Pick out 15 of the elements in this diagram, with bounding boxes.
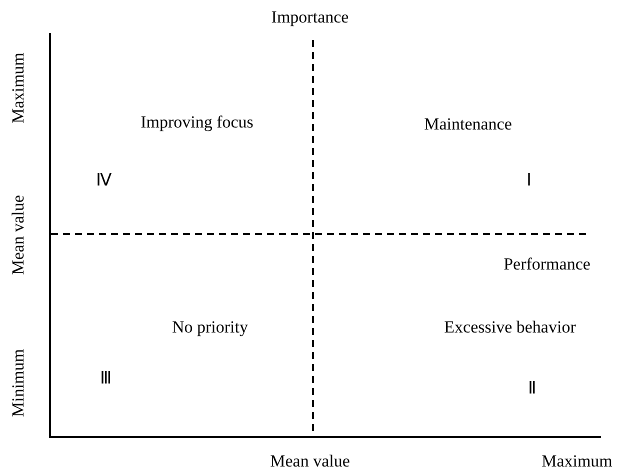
quadrant-label: Excessive behavior [444,318,576,336]
quadrant-number: Ⅰ [526,172,532,188]
quadrant-number: Ⅱ [528,380,536,396]
axis-tick-label: Maximum [10,52,26,124]
quadrant-label: Maintenance [424,116,512,132]
quadrant-label: Improving focus [140,114,254,130]
axis-tick-label: Mean value [10,195,26,275]
axis-tick-label: Minimum [10,349,26,417]
quadrant-number: Ⅳ [96,172,112,188]
axis-title: Performance [504,256,590,272]
quadrant-number: Ⅲ [100,370,112,386]
quadrant-label: No priority [172,318,248,336]
axis-title: Importance [271,8,349,26]
axis-tick-label: Maximum [542,452,612,470]
axis-tick-label: Mean value [270,452,350,470]
